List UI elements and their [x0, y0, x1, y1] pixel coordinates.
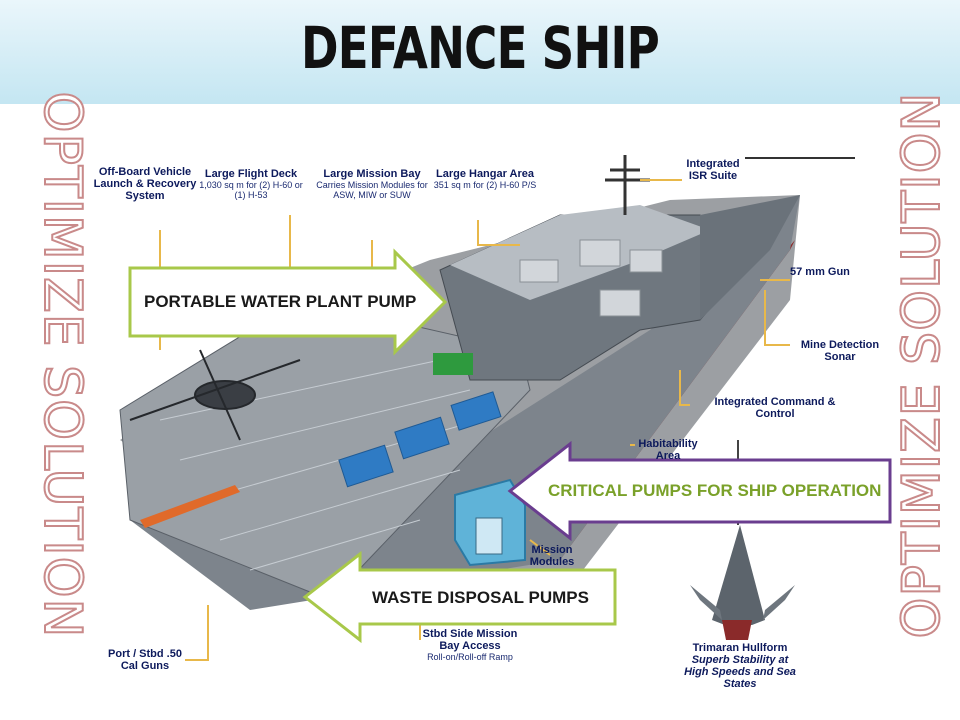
orange-boat [140, 485, 240, 528]
bow [700, 195, 800, 320]
helicopter [129, 349, 301, 441]
label-gun: 57 mm Gun [790, 266, 850, 278]
label-offboard: Off-Board Vehicle Launch & Recovery Syst… [93, 166, 197, 202]
label-habitability: Habitability Area [638, 438, 698, 462]
mast [605, 155, 650, 215]
callout-critical-arrow [507, 440, 892, 542]
callout-waste-text: WASTE DISPOSAL PUMPS [372, 588, 589, 607]
label-sonar: Mine Detection Sonar [800, 339, 880, 363]
mission-modules-blue [338, 391, 502, 488]
callout-water-arrow [128, 248, 448, 356]
label-port-stbd: Port / Stbd .50 Cal Guns [108, 648, 182, 672]
title-banner [0, 0, 960, 104]
interior-rooms [519, 239, 663, 317]
label-mission-modules: Mission Modules [529, 544, 575, 568]
page-title: DEFANCE SHIP [301, 14, 660, 82]
label-command: Integrated Command & Control [714, 396, 836, 420]
green-container [433, 353, 473, 375]
callout-critical-text: CRITICAL PUMPS FOR SHIP OPERATION [548, 481, 882, 500]
callout-waste-arrow [302, 550, 617, 644]
label-isr: Integrated ISR Suite [686, 158, 740, 182]
callout-water-text: PORTABLE WATER PLANT PUMP [144, 292, 417, 311]
